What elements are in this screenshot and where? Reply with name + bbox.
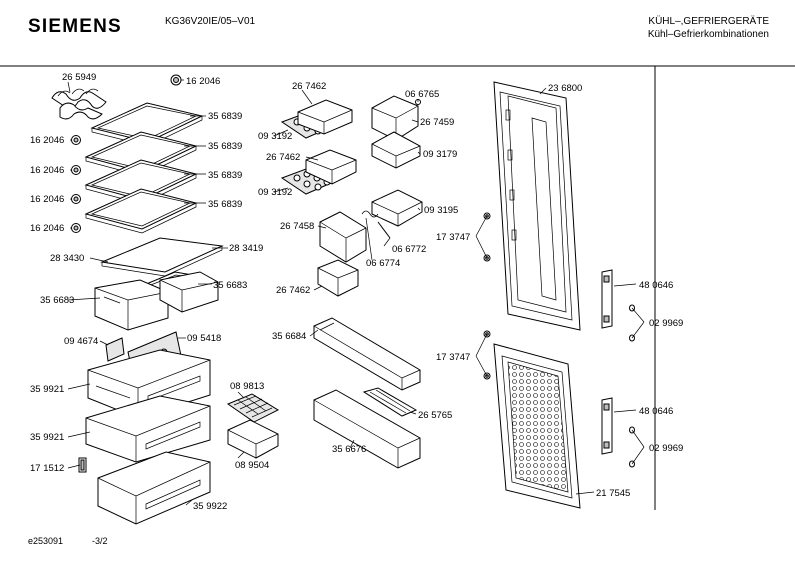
label-093195: 09 3195	[424, 205, 458, 216]
label-162046-top: 16 2046	[186, 76, 220, 87]
label-162046-c: 16 2046	[30, 194, 64, 205]
label-267462-a: 26 7462	[292, 81, 326, 92]
label-359921-a: 35 9921	[30, 384, 64, 395]
model-number: KG36V20IE/05–V01	[165, 16, 256, 27]
label-171512: 17 1512	[30, 463, 64, 474]
label-162046-b: 16 2046	[30, 165, 64, 176]
label-356683-b: 35 6683	[213, 280, 247, 291]
door-handle-480646-a	[601, 269, 613, 329]
shelf-clip-icons	[71, 135, 81, 233]
label-267462-c: 26 7462	[276, 285, 310, 296]
hinge-screws-173747-a	[475, 212, 491, 262]
door-shelf-356684	[313, 317, 421, 391]
label-283419: 28 3419	[229, 243, 263, 254]
crisper-drawer-right	[159, 271, 219, 313]
label-283430: 28 3430	[50, 253, 84, 264]
diagram-id: e253091	[28, 536, 64, 546]
freezer-drawer-3	[97, 451, 211, 525]
label-356839-d: 35 6839	[208, 199, 242, 210]
label-359921-b: 35 9921	[30, 432, 64, 443]
label-265949: 26 5949	[62, 72, 96, 83]
label-029969-b: 02 9969	[649, 443, 683, 454]
glass-shelf-4	[84, 188, 198, 234]
label-173747-b: 17 3747	[436, 352, 470, 363]
egg-box-267462-c	[317, 259, 359, 297]
flap-267458	[319, 211, 367, 263]
label-093179: 09 3179	[423, 149, 457, 160]
tray-093195	[371, 189, 423, 227]
freezer-drawer-2	[85, 395, 211, 463]
label-094674: 09 4674	[64, 336, 98, 347]
bottle-retainer-265765	[362, 387, 418, 417]
label-066765: 06 6765	[405, 89, 439, 100]
handle-caps-029969	[629, 304, 645, 468]
category-subtitle: Kühl–Gefrierkombinationen	[647, 29, 769, 40]
shelf-clip-icon-top	[170, 74, 182, 86]
label-093192-b: 09 3192	[258, 187, 292, 198]
category-title: KÜHL–,GEFRIERGERÄTE	[648, 16, 769, 27]
page-number: -3/2	[92, 536, 108, 546]
label-267458: 26 7458	[280, 221, 314, 232]
ice-box-089504	[227, 419, 279, 459]
label-356839-b: 35 6839	[208, 141, 242, 152]
freezer-door-217545	[493, 343, 581, 509]
label-265765: 26 5765	[418, 410, 452, 421]
brand-logo: SIEMENS	[28, 16, 122, 37]
door-handle-480646-b	[601, 397, 613, 455]
label-217545: 21 7545	[596, 488, 630, 499]
bottle-shelf-356676	[313, 389, 421, 469]
label-089504: 08 9504	[235, 460, 269, 471]
label-356676: 35 6676	[332, 444, 366, 455]
label-356839-a: 35 6839	[208, 111, 242, 122]
drawer-handle-171512	[78, 457, 87, 473]
seal-strips-265949	[51, 88, 107, 120]
butter-lid-094674	[105, 337, 125, 362]
label-356684: 35 6684	[272, 331, 306, 342]
egg-box-267462-b	[305, 149, 357, 185]
label-356683-a: 35 6683	[40, 295, 74, 306]
label-029969-a: 02 9969	[649, 318, 683, 329]
hinge-pin-066772-066774	[361, 210, 391, 239]
label-267459: 26 7459	[420, 117, 454, 128]
crisper-drawer-left	[94, 279, 169, 331]
crisper-cover-glass	[100, 237, 224, 277]
butter-tray-093179	[371, 131, 421, 169]
label-095418: 09 5418	[187, 333, 221, 344]
egg-box-267462-a	[297, 99, 353, 135]
butter-box-267459	[371, 95, 419, 141]
fridge-door-236800	[493, 81, 581, 331]
part-labels: 26 5949 16 2046 35 6839 35 6839 35 6839 …	[30, 72, 683, 512]
leader-lines	[67, 79, 637, 506]
ice-tray-089813	[226, 393, 280, 423]
label-356839-c: 35 6839	[208, 170, 242, 181]
label-359922: 35 9922	[193, 501, 227, 512]
label-162046-d: 16 2046	[30, 223, 64, 234]
label-267462-b: 26 7462	[266, 152, 300, 163]
label-480646-a: 48 0646	[639, 280, 673, 291]
hinge-screws-173747-b	[475, 330, 491, 380]
label-162046-a: 16 2046	[30, 135, 64, 146]
label-066772: 06 6772	[392, 244, 426, 255]
label-066774: 06 6774	[366, 258, 400, 269]
label-173747-a: 17 3747	[436, 232, 470, 243]
label-236800: 23 6800	[548, 83, 582, 94]
label-480646-b: 48 0646	[639, 406, 673, 417]
label-089813: 08 9813	[230, 381, 264, 392]
label-093192-a: 09 3192	[258, 131, 292, 142]
